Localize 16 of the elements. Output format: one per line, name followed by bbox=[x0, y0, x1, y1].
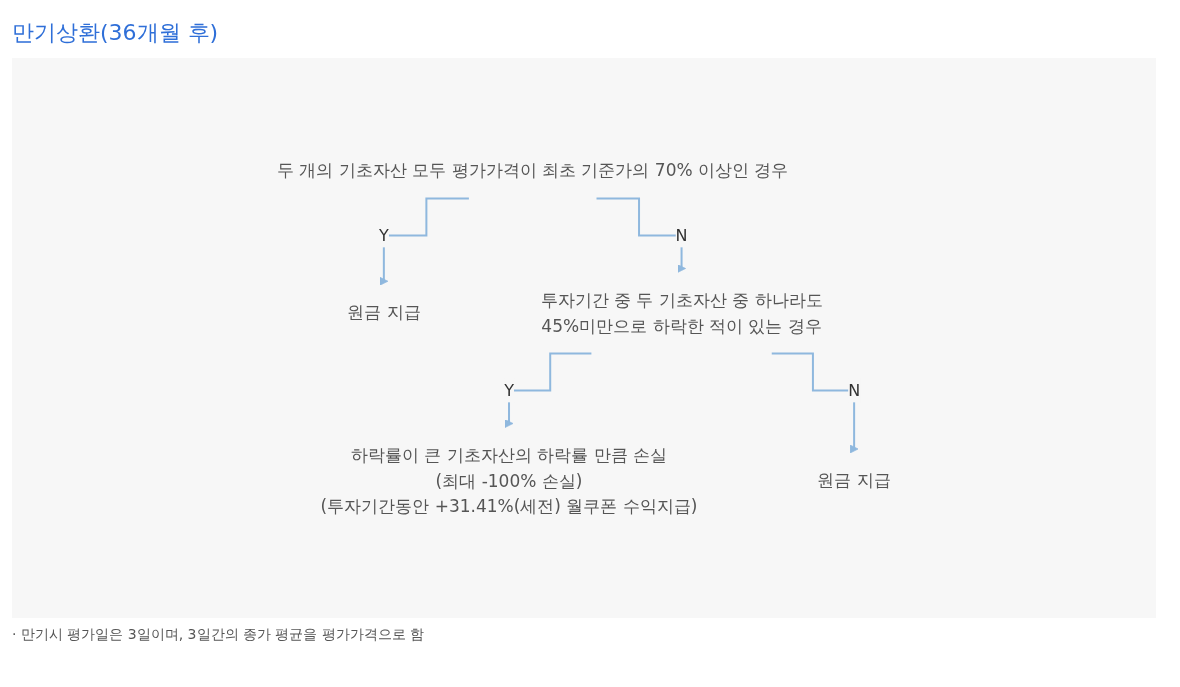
edge-label: N bbox=[848, 380, 861, 399]
diagram-panel: Y N Y N 두 개의 기초자산 모두 평가가격이 최초 기준가의 70% 이상인 경우 원금 지급 투자기간 중 두 기초자산 중 하나라도 45%미만으로 하락한 적이 있는 경우 하락률이 큰 기초자산의 하락률 만큼 손실 (최대 -100% 손실) (투자기간동안 +31.41%(세전) 월쿠폰 수익지급) 원금 지급 bbox=[12, 58, 1156, 618]
edge-label: Y bbox=[504, 380, 514, 399]
edge-label: Y bbox=[379, 225, 389, 244]
arrow bbox=[504, 352, 593, 428]
edge-label: N bbox=[675, 225, 688, 244]
node-text: 투자기간 중 두 기초자산 중 하나라도 45%미만으로 하락한 적이 있는 경우 bbox=[540, 289, 823, 335]
arrow bbox=[595, 197, 687, 273]
arrow bbox=[770, 352, 859, 453]
arrow bbox=[379, 197, 470, 286]
title: 만기상환(36개월 후) bbox=[12, 19, 220, 47]
node-text: 하락률이 큰 기초자산의 하락률 만큼 손실 (최대 -100% 손실) (투자기간동안 +31.41%(세전) 월쿠폰 수익지급) bbox=[320, 444, 698, 515]
note-text: · 만기시 평가일은 3일이며, 3일간의 종가 평균을 평가가격으로 함 bbox=[12, 626, 426, 644]
node-text: 두 개의 기초자산 모두 평가가격이 최초 기준가의 70% 이상인 경우 bbox=[277, 159, 789, 180]
node-text: 원금 지급 bbox=[817, 469, 891, 490]
node-text: 원금 지급 bbox=[347, 301, 421, 322]
